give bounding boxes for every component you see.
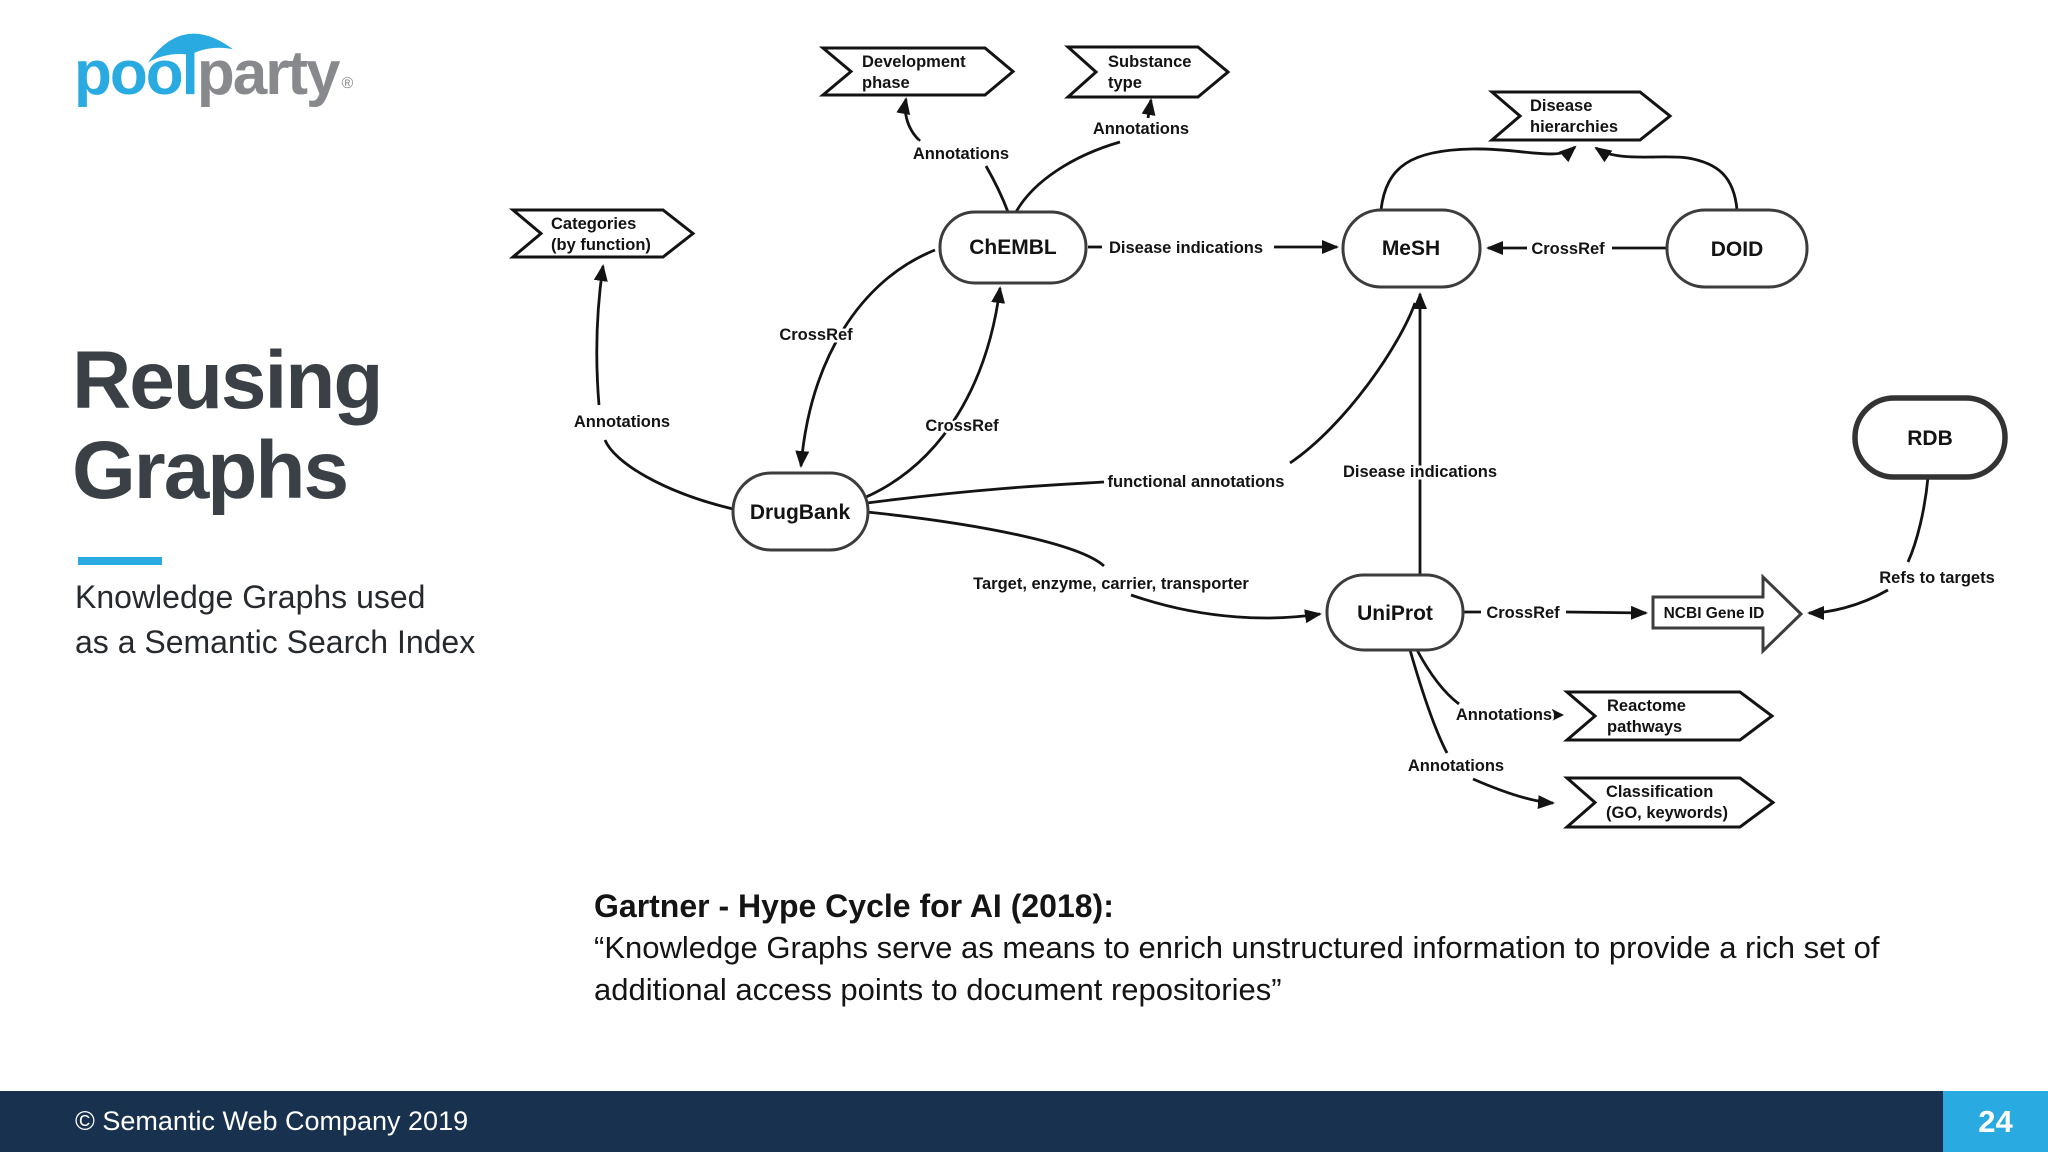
accent-rule xyxy=(78,557,162,565)
node-label-ncbi-gene-id: NCBI Gene ID xyxy=(1664,605,1765,622)
edge-annotations-substance-banner xyxy=(1141,98,1156,119)
banner-label-categories: Categories xyxy=(551,215,636,233)
banner-classification xyxy=(1563,776,1776,829)
block-arrow-ncbi-gene-id xyxy=(1651,573,1804,655)
banner-label-reactome: Reactome xyxy=(1607,697,1686,715)
node-label-mesh: MeSH xyxy=(1382,237,1440,260)
edge-label-refs-to-targets: Refs to targets xyxy=(1879,569,1995,587)
edge-drugbank-target-b xyxy=(1130,593,1322,624)
diagram-edge-labels: Annotations Annotations Annotations Cros… xyxy=(571,118,1997,778)
edge-label-crossref-drugbank-chembl: CrossRef xyxy=(925,417,999,435)
node-rdb xyxy=(1852,395,2008,480)
banner-label-hierarchies: hierarchies xyxy=(1530,118,1618,136)
banner-development-phase xyxy=(818,46,1016,97)
node-label-uniprot: UniProt xyxy=(1357,602,1433,625)
diagram-nodes xyxy=(731,208,2008,652)
edge-label-disease-indications-chembl: Disease indications xyxy=(1109,239,1263,257)
page-subtitle: Knowledge Graphs used as a Semantic Sear… xyxy=(75,575,475,665)
edge-mesh-disease-hierarchies xyxy=(1379,145,1577,211)
banner-disease-hierarchies xyxy=(1487,90,1673,142)
quote-line-1: “Knowledge Graphs serve as means to enri… xyxy=(594,930,1880,965)
page-number: 24 xyxy=(1978,1103,2013,1139)
banner-label-development: Development xyxy=(862,53,966,71)
edge-annotations-dev-banner xyxy=(896,97,921,143)
banner-label-disease: Disease xyxy=(1530,97,1592,115)
edge-label-crossref-chembl-drugbank: CrossRef xyxy=(779,326,853,344)
diagram-edges xyxy=(593,97,1930,810)
node-doid xyxy=(1665,208,1809,289)
edge-label-annotations-categories: Annotations xyxy=(574,413,670,431)
diagram-node-labels: ChEMBL MeSH DOID DrugBank UniProt RDB NC… xyxy=(750,236,1953,625)
edge-label-annotations-classification: Annotations xyxy=(1408,757,1504,775)
edge-uniprot-ncbi-b xyxy=(1565,605,1648,620)
banner-label-phase: phase xyxy=(862,74,910,92)
banner-label-by-function: (by function) xyxy=(551,236,651,254)
page-number-badge: 24 xyxy=(1943,1091,2048,1152)
node-label-doid: DOID xyxy=(1711,238,1764,261)
banner-label-classification: Classification xyxy=(1606,783,1713,801)
edge-label-annotations-dev: Annotations xyxy=(913,145,1009,163)
edge-uniprot-classification-a xyxy=(1408,649,1449,754)
node-label-drugbank: DrugBank xyxy=(750,501,851,524)
edge-doid-disease-hierarchies xyxy=(1594,146,1739,211)
logo-party-text: party xyxy=(196,39,341,108)
umbrella-icon xyxy=(147,33,233,63)
edge-drugbank-target-a xyxy=(866,510,1105,568)
edge-chembl-annotations-dev xyxy=(984,165,1010,213)
edge-drugbank-chembl-crossref xyxy=(865,286,1006,499)
edge-uniprot-reactome xyxy=(1415,649,1460,706)
copyright-text: © Semantic Web Company 2019 xyxy=(75,1106,469,1136)
diagram-banner-labels: Development phase Substance type Disease… xyxy=(551,53,1728,822)
edge-label-crossref-doid-mesh: CrossRef xyxy=(1531,240,1605,258)
edge-label-annotations-substance: Annotations xyxy=(1093,120,1189,138)
subtitle-line-2: as a Semantic Search Index xyxy=(75,624,476,660)
diagram-banners xyxy=(508,45,1804,829)
banner-label-substance: Substance xyxy=(1108,53,1191,71)
quote-heading: Gartner - Hype Cycle for AI (2018): xyxy=(594,888,1114,924)
edge-label-crossref-uniprot-ncbi: CrossRef xyxy=(1486,604,1560,622)
edge-rdb-refs-a xyxy=(1906,476,1930,563)
registered-mark: ® xyxy=(341,75,354,92)
node-label-chembl: ChEMBL xyxy=(969,236,1057,259)
edge-drugbank-functional-a xyxy=(866,480,1105,505)
edge-drugbank-functional-b xyxy=(1289,302,1417,465)
banner-label-pathways: pathways xyxy=(1607,718,1682,736)
title-line-1: Reusing xyxy=(72,335,383,426)
banner-reactome-pathways xyxy=(1562,690,1775,742)
banner-label-type: type xyxy=(1108,74,1142,92)
page-title: Reusing Graphs xyxy=(72,335,383,516)
gartner-quote: Gartner - Hype Cycle for AI (2018): “Kno… xyxy=(594,885,1879,1011)
edge-label-disease-indications-uniprot: Disease indications xyxy=(1343,463,1497,481)
edge-rdb-refs-b xyxy=(1807,588,1889,620)
edge-uniprot-classification-b xyxy=(1472,777,1555,810)
node-drugbank xyxy=(731,471,870,552)
edge-reactome-arrowhead xyxy=(1552,709,1564,721)
node-label-rdb: RDB xyxy=(1907,427,1953,450)
banner-substance-type xyxy=(1064,45,1231,99)
node-mesh xyxy=(1341,208,1482,289)
edge-label-functional-annotations: functional annotations xyxy=(1108,473,1285,491)
edge-drugbank-categories-a xyxy=(603,439,734,511)
edge-label-target-enzyme: Target, enzyme, carrier, transporter xyxy=(973,575,1249,593)
edge-chembl-annotations-substance xyxy=(1014,140,1121,213)
node-uniprot xyxy=(1325,573,1465,652)
edge-drugbank-categories-b xyxy=(593,264,608,406)
node-chembl xyxy=(938,210,1088,285)
edge-label-annotations-reactome: Annotations xyxy=(1456,706,1552,724)
quote-line-2: additional access points to document rep… xyxy=(594,972,1282,1007)
footer-bar: © Semantic Web Company 2019 xyxy=(0,1091,2048,1152)
edge-chembl-drugbank-crossref xyxy=(795,248,936,468)
banner-label-go-keywords: (GO, keywords) xyxy=(1606,804,1728,822)
subtitle-line-1: Knowledge Graphs used xyxy=(75,579,426,615)
banner-categories xyxy=(508,208,696,259)
title-line-2: Graphs xyxy=(72,425,349,516)
